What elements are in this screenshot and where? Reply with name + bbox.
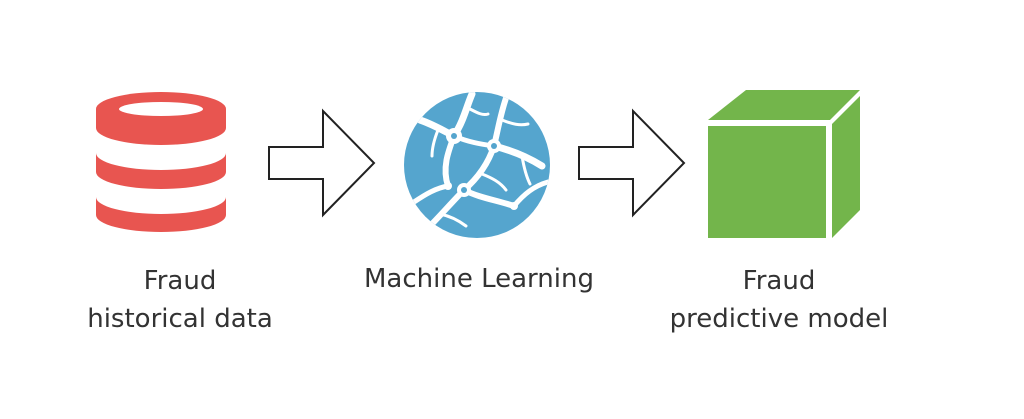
database-icon — [96, 92, 226, 232]
cube-icon — [708, 90, 860, 238]
step-label-predictive-model: Fraud predictive model — [634, 262, 924, 338]
label-line: Fraud — [143, 266, 217, 296]
step-label-machine-learning: Machine Learning — [334, 260, 624, 298]
neural-network-icon — [404, 92, 550, 238]
label-line: historical data — [87, 304, 273, 334]
label-line: predictive model — [669, 304, 889, 334]
label-line: Fraud — [742, 266, 816, 296]
arrow-right-icon — [578, 108, 686, 218]
arrow-right-icon — [268, 108, 376, 218]
step-label-historical-data: Fraud historical data — [60, 262, 300, 338]
label-line: Machine Learning — [364, 264, 594, 294]
